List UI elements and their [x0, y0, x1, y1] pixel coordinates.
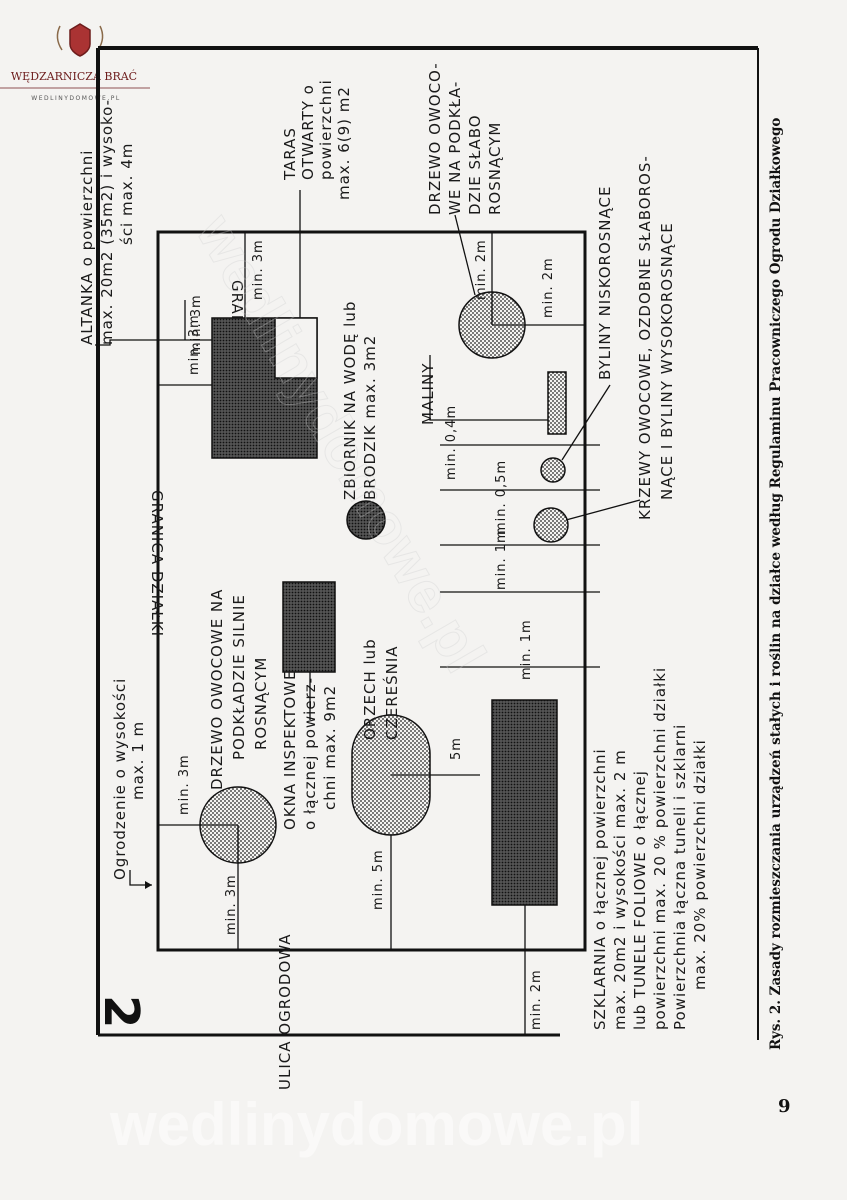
logo-name: WĘDZARNICZA BRAĆ	[11, 69, 137, 83]
figure-caption: Rys. 2. Zasady rozmieszczania urządzeń s…	[768, 118, 784, 1050]
svg-text:ZBIORNIK NA WODĘ lub: ZBIORNIK NA WODĘ lub	[341, 301, 359, 500]
svg-text:max. 20m2 i wysokości max. 2 m: max. 20m2 i wysokości max. 2 m	[611, 749, 629, 1030]
svg-text:ROSNĄCYM: ROSNĄCYM	[486, 122, 504, 215]
okna-label: OKNA INSPEKTOWE o łącznej powierz- chni …	[281, 669, 339, 830]
dim-5m: 5m	[449, 737, 464, 760]
svg-text:NĄCE I BYLINY WYSOKOROSNĄCE: NĄCE I BYLINY WYSOKOROSNĄCE	[658, 222, 676, 500]
byliny-label: BYLINY NISKOROSNĄCE	[596, 186, 614, 380]
boundary-label-top: GRANICA DZIAŁKI	[148, 490, 166, 637]
svg-text:OTWARTY o: OTWARTY o	[299, 84, 317, 180]
svg-text:max. 20m2 (35m2) i wysoko-: max. 20m2 (35m2) i wysoko-	[98, 99, 116, 345]
svg-text:DRZEWO OWOCO-: DRZEWO OWOCO-	[426, 62, 444, 215]
svg-text:lub TUNELE FOLIOWE o łącznej: lub TUNELE FOLIOWE o łącznej	[631, 770, 649, 1030]
svg-text:PODKŁADZIE SILNIE: PODKŁADZIE SILNIE	[230, 594, 248, 760]
dim-tree-strong-bottom: min. 3m	[224, 874, 239, 935]
raspberry-bed	[547, 371, 567, 435]
svg-text:Ogrodzenie o wysokości: Ogrodzenie o wysokości	[111, 678, 129, 880]
svg-text:powierzchni max. 20 % powierz: powierzchni max. 20 % powierzchni działk…	[651, 667, 669, 1030]
brand-logo: WĘDZARNICZA BRAĆ WEDLINYDOMOWE.PL	[0, 23, 150, 102]
svg-text:DZIE SŁABO: DZIE SŁABO	[466, 114, 484, 215]
cold-frames	[282, 581, 336, 673]
svg-text:WE NA PODKŁA-: WE NA PODKŁA-	[446, 81, 464, 215]
fence-label: Ogrodzenie o wysokości max. 1 m	[111, 678, 147, 880]
water-tank	[346, 500, 386, 540]
svg-text:ROSNĄCYM: ROSNĄCYM	[252, 657, 270, 750]
taras-label: TARAS OTWARTY o powierzchni max. 6(9) m2	[281, 79, 353, 200]
dim-tree-weak-right: min. 2m	[541, 257, 556, 318]
szklarnia-label: SZKLARNIA o łącznej powierzchni max. 20m…	[591, 667, 709, 1030]
orzech-label: ORZECH lub CZEREŚNIA	[361, 638, 401, 740]
altanka-label: ALTANKA o powierzchni max. 20m2 (35m2) i…	[78, 99, 136, 345]
dim-greenhouse-bottom: min. 2m	[529, 969, 544, 1030]
dim-min5m: min. 5m	[371, 849, 386, 910]
dim-altanka-corner: min. 3m	[189, 294, 204, 355]
svg-text:DRZEWO OWOCOWE NA: DRZEWO OWOCOWE NA	[208, 589, 226, 790]
figure-number: 2	[93, 995, 149, 1028]
page-number: 9	[778, 1096, 791, 1117]
dim-tree-weak-top: min. 2m	[474, 239, 489, 300]
svg-text:TARAS: TARAS	[281, 127, 299, 181]
plot-boundary	[156, 230, 587, 952]
svg-text:OKNA INSPEKTOWE: OKNA INSPEKTOWE	[281, 669, 299, 830]
svg-text:ORZECH lub: ORZECH lub	[361, 638, 379, 740]
svg-text:max. 6(9) m2: max. 6(9) m2	[335, 86, 353, 200]
maliny-label: MALINY	[419, 363, 437, 425]
svg-text:chni max. 9m2: chni max. 9m2	[321, 685, 339, 810]
greenhouse	[491, 699, 558, 906]
outer-frame	[96, 46, 759, 1040]
svg-text:ALTANKA o powierzchni: ALTANKA o powierzchni	[78, 150, 96, 345]
tree-strong-label: DRZEWO OWOCOWE NA PODKŁADZIE SILNIE ROSN…	[208, 589, 270, 790]
svg-text:max. 1 m: max. 1 m	[129, 721, 147, 800]
shrub-small	[540, 457, 566, 483]
dim-altanka-top: min. 3m	[251, 239, 266, 300]
svg-text:Powierzchnia łączna tuneli i s: Powierzchnia łączna tuneli i szklarni	[671, 724, 689, 1030]
shrub-medium	[533, 507, 569, 543]
altanka-building	[211, 317, 318, 459]
street-label: ULICA OGRODOWA	[276, 933, 294, 1090]
dim-04m: min. 0,4m	[444, 405, 459, 480]
svg-text:o łącznej powierz-: o łącznej powierz-	[301, 677, 319, 830]
svg-text:CZEREŚNIA: CZEREŚNIA	[382, 645, 401, 740]
dim-altanka-left: min. 3m	[187, 314, 202, 375]
svg-text:KRZEWY OWOCOWE, OZDOBNE SŁABOR: KRZEWY OWOCOWE, OZDOBNE SŁABOROS-	[636, 155, 654, 520]
watermark-bottom: wedlinydomowe.pl	[109, 1091, 643, 1158]
dim-05m: min. 0,5m	[494, 460, 509, 535]
taras-area	[274, 317, 318, 379]
svg-text:ści max. 4m: ści max. 4m	[118, 143, 136, 245]
dim-1m-a: min. 1m	[494, 529, 509, 590]
svg-text:SZKLARNIA o łącznej powierzchn: SZKLARNIA o łącznej powierzchni	[591, 748, 609, 1030]
zbiornik-label: ZBIORNIK NA WODĘ lub BRODZIK max. 3m2	[341, 301, 379, 500]
logo-sub: WEDLINYDOMOWE.PL	[31, 95, 120, 102]
svg-text:BRODZIK max. 3m2: BRODZIK max. 3m2	[361, 335, 379, 500]
svg-text:BYLINY NISKOROSNĄCE: BYLINY NISKOROSNĄCE	[596, 186, 614, 380]
tree-weak-label: DRZEWO OWOCO- WE NA PODKŁA- DZIE SŁABO R…	[426, 62, 504, 215]
krzewy-label: KRZEWY OWOCOWE, OZDOBNE SŁABOROS- NĄCE I…	[636, 155, 676, 520]
dim-tree-strong-left: min. 3m	[177, 754, 192, 815]
svg-text:powierzchni: powierzchni	[317, 79, 335, 180]
dim-1m-b: min. 1m	[519, 619, 534, 680]
svg-text:max. 20% powierzchni działki: max. 20% powierzchni działki	[691, 739, 709, 990]
